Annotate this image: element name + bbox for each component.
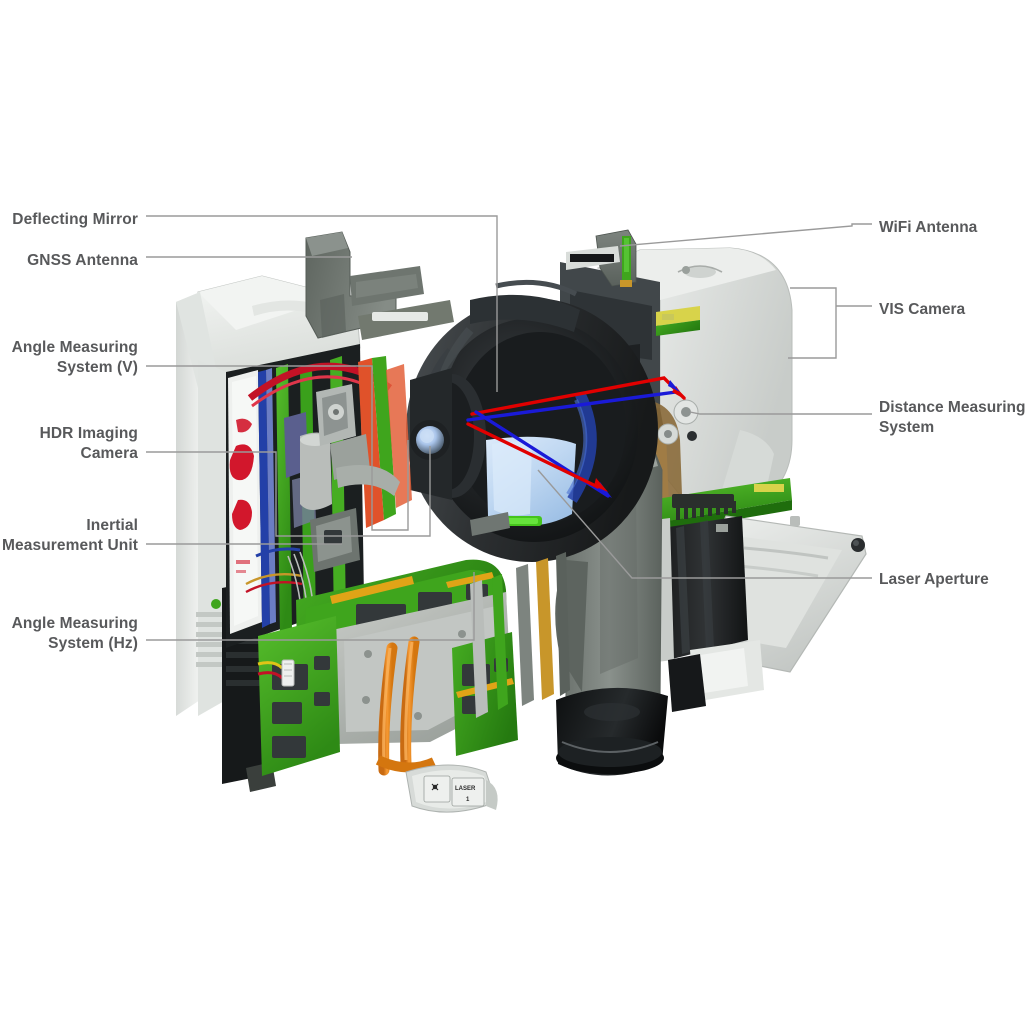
red-beam-down xyxy=(466,422,606,492)
label-angle-measuring-v-line1: Angle Measuring xyxy=(12,339,138,356)
leader-lines xyxy=(146,215,872,641)
main-pcb-assembly xyxy=(257,512,570,776)
callout-labels-left: Deflecting Mirror GNSS Antenna Angle Mea… xyxy=(2,211,138,652)
label-imu-line1: Inertial xyxy=(86,517,138,534)
laser-plate-line2: 1 xyxy=(466,797,470,803)
leader-vis-camera xyxy=(788,287,872,359)
leader-wifi-antenna xyxy=(619,223,872,247)
hdr-camera-lens xyxy=(410,420,450,460)
leader-angle-measuring-hz xyxy=(146,572,475,641)
label-vis-camera: VIS Camera xyxy=(879,301,966,318)
label-hdr-imaging-camera-line2: Camera xyxy=(81,445,139,462)
callout-labels-right: WiFi Antenna VIS Camera Distance Measuri… xyxy=(879,219,1025,588)
leader-deflecting-mirror xyxy=(146,215,498,392)
label-gnss-antenna: GNSS Antenna xyxy=(27,252,138,269)
laser-plate-line1: LASER xyxy=(455,786,476,792)
leader-hdr-imaging-camera xyxy=(146,446,431,537)
imu-module xyxy=(310,508,360,572)
laser-beam-paths xyxy=(466,376,686,498)
left-interior-cutaway xyxy=(226,344,412,648)
blue-beam xyxy=(466,390,678,422)
heat-sink xyxy=(196,612,226,667)
label-distance-measuring-line1: Distance Measuring xyxy=(879,399,1025,416)
product-graphic xyxy=(229,418,254,573)
leader-laser-aperture xyxy=(537,469,872,579)
leader-distance-measuring xyxy=(689,411,872,415)
laser-warning-plate: LASER 1 xyxy=(405,764,498,813)
label-imu-line2: Measurement Unit xyxy=(2,537,138,554)
leader-angle-measuring-v xyxy=(146,365,409,531)
label-laser-aperture: Laser Aperture xyxy=(879,571,989,588)
gnss-antenna-module xyxy=(305,231,454,340)
opened-cover-tray xyxy=(654,515,867,712)
label-angle-measuring-hz-line2: System (Hz) xyxy=(48,635,138,652)
label-wifi-antenna: WiFi Antenna xyxy=(879,219,978,236)
label-angle-measuring-hz-line1: Angle Measuring xyxy=(12,615,138,632)
label-deflecting-mirror: Deflecting Mirror xyxy=(12,211,138,228)
label-angle-measuring-v-line2: System (V) xyxy=(57,359,138,376)
distance-measuring-optics xyxy=(657,399,699,445)
label-distance-measuring-line2: System xyxy=(879,419,934,436)
label-hdr-imaging-camera-line1: HDR Imaging xyxy=(40,425,138,442)
scanner-device: LASER 1 xyxy=(176,229,867,813)
